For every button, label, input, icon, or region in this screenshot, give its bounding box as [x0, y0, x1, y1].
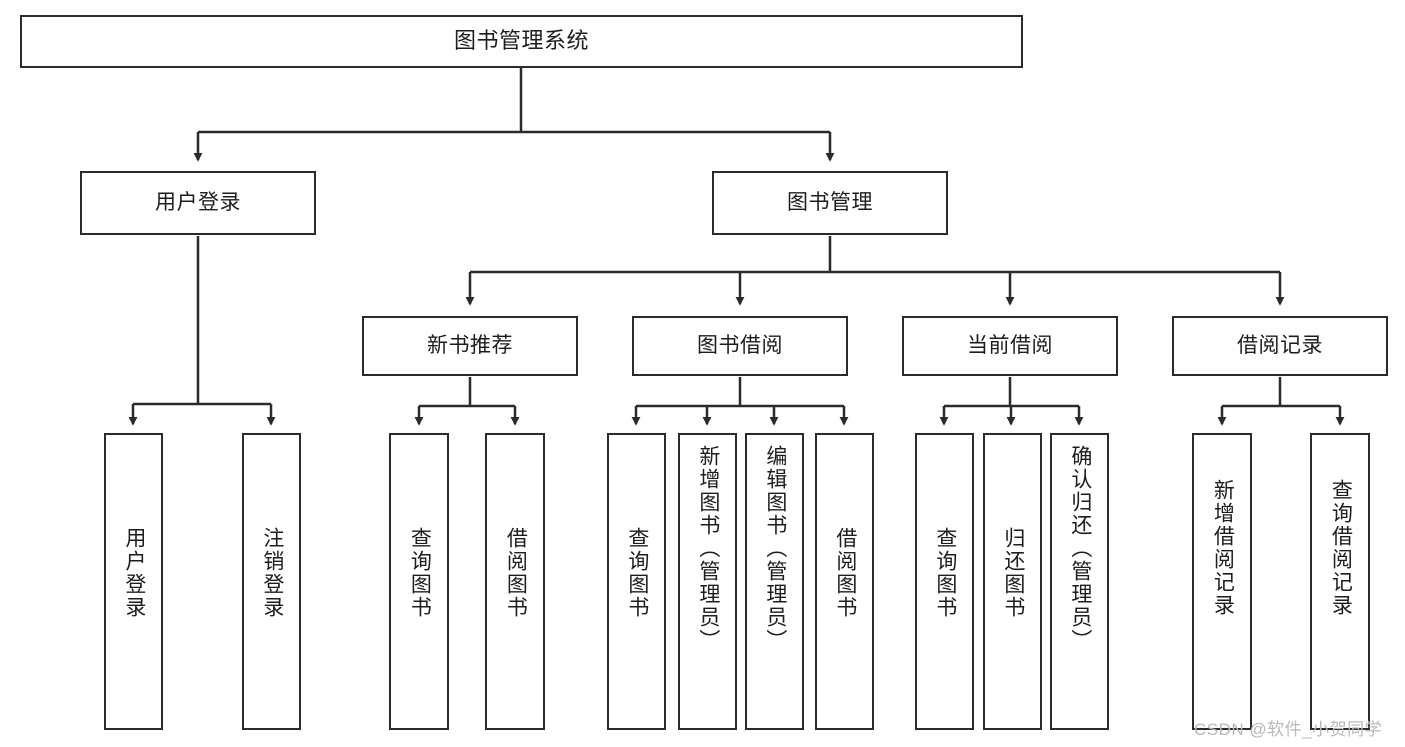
node-label: 图书借阅 [697, 334, 783, 358]
node-label: 归还图书 [1001, 527, 1025, 619]
node-label: 确认归还（管理员） [1068, 445, 1092, 652]
node-label: 查询图书 [408, 527, 432, 619]
node-leaf-logout[interactable]: 注销登录 [242, 433, 301, 730]
node-leaf-query-record[interactable]: 查询借阅记录 [1310, 433, 1370, 730]
node-leaf-query-book-2[interactable]: 查询图书 [607, 433, 666, 730]
node-label: 新书推荐 [427, 334, 513, 358]
node-label: 编辑图书（管理员） [763, 445, 787, 652]
node-leaf-login[interactable]: 用户登录 [104, 433, 163, 730]
node-leaf-add-book[interactable]: 新增图书（管理员） [678, 433, 737, 730]
node-root-system[interactable]: 图书管理系统 [20, 15, 1023, 68]
node-leaf-query-book-1[interactable]: 查询图书 [389, 433, 449, 730]
node-leaf-return-book[interactable]: 归还图书 [983, 433, 1042, 730]
node-label: 借阅图书 [504, 527, 528, 619]
node-book-borrow[interactable]: 图书借阅 [632, 316, 848, 376]
node-label: 用户登录 [122, 527, 146, 619]
node-label: 新增借阅记录 [1211, 479, 1235, 617]
node-label: 注销登录 [260, 527, 284, 619]
node-book-management[interactable]: 图书管理 [712, 171, 948, 235]
csdn-watermark: CSDN @软件_小贺同学 [1194, 720, 1383, 739]
node-leaf-confirm-return[interactable]: 确认归还（管理员） [1050, 433, 1109, 730]
node-label: 新增图书（管理员） [696, 445, 720, 652]
node-user-login[interactable]: 用户登录 [80, 171, 316, 235]
node-leaf-borrow-book-2[interactable]: 借阅图书 [815, 433, 874, 730]
node-label: 查询图书 [933, 527, 957, 619]
node-label: 查询借阅记录 [1329, 479, 1353, 617]
node-leaf-add-record[interactable]: 新增借阅记录 [1192, 433, 1252, 730]
node-label: 借阅图书 [833, 527, 857, 619]
node-label: 图书管理 [787, 191, 873, 215]
node-label: 用户登录 [155, 191, 241, 215]
node-leaf-edit-book[interactable]: 编辑图书（管理员） [745, 433, 804, 730]
node-label: 当前借阅 [967, 334, 1053, 358]
node-label: 查询图书 [625, 527, 649, 619]
node-label: 借阅记录 [1237, 334, 1323, 358]
node-current-borrow[interactable]: 当前借阅 [902, 316, 1118, 376]
node-new-book-recommend[interactable]: 新书推荐 [362, 316, 578, 376]
node-leaf-borrow-book-1[interactable]: 借阅图书 [485, 433, 545, 730]
node-leaf-query-book-3[interactable]: 查询图书 [915, 433, 974, 730]
node-borrow-record[interactable]: 借阅记录 [1172, 316, 1388, 376]
node-label: 图书管理系统 [453, 28, 589, 54]
